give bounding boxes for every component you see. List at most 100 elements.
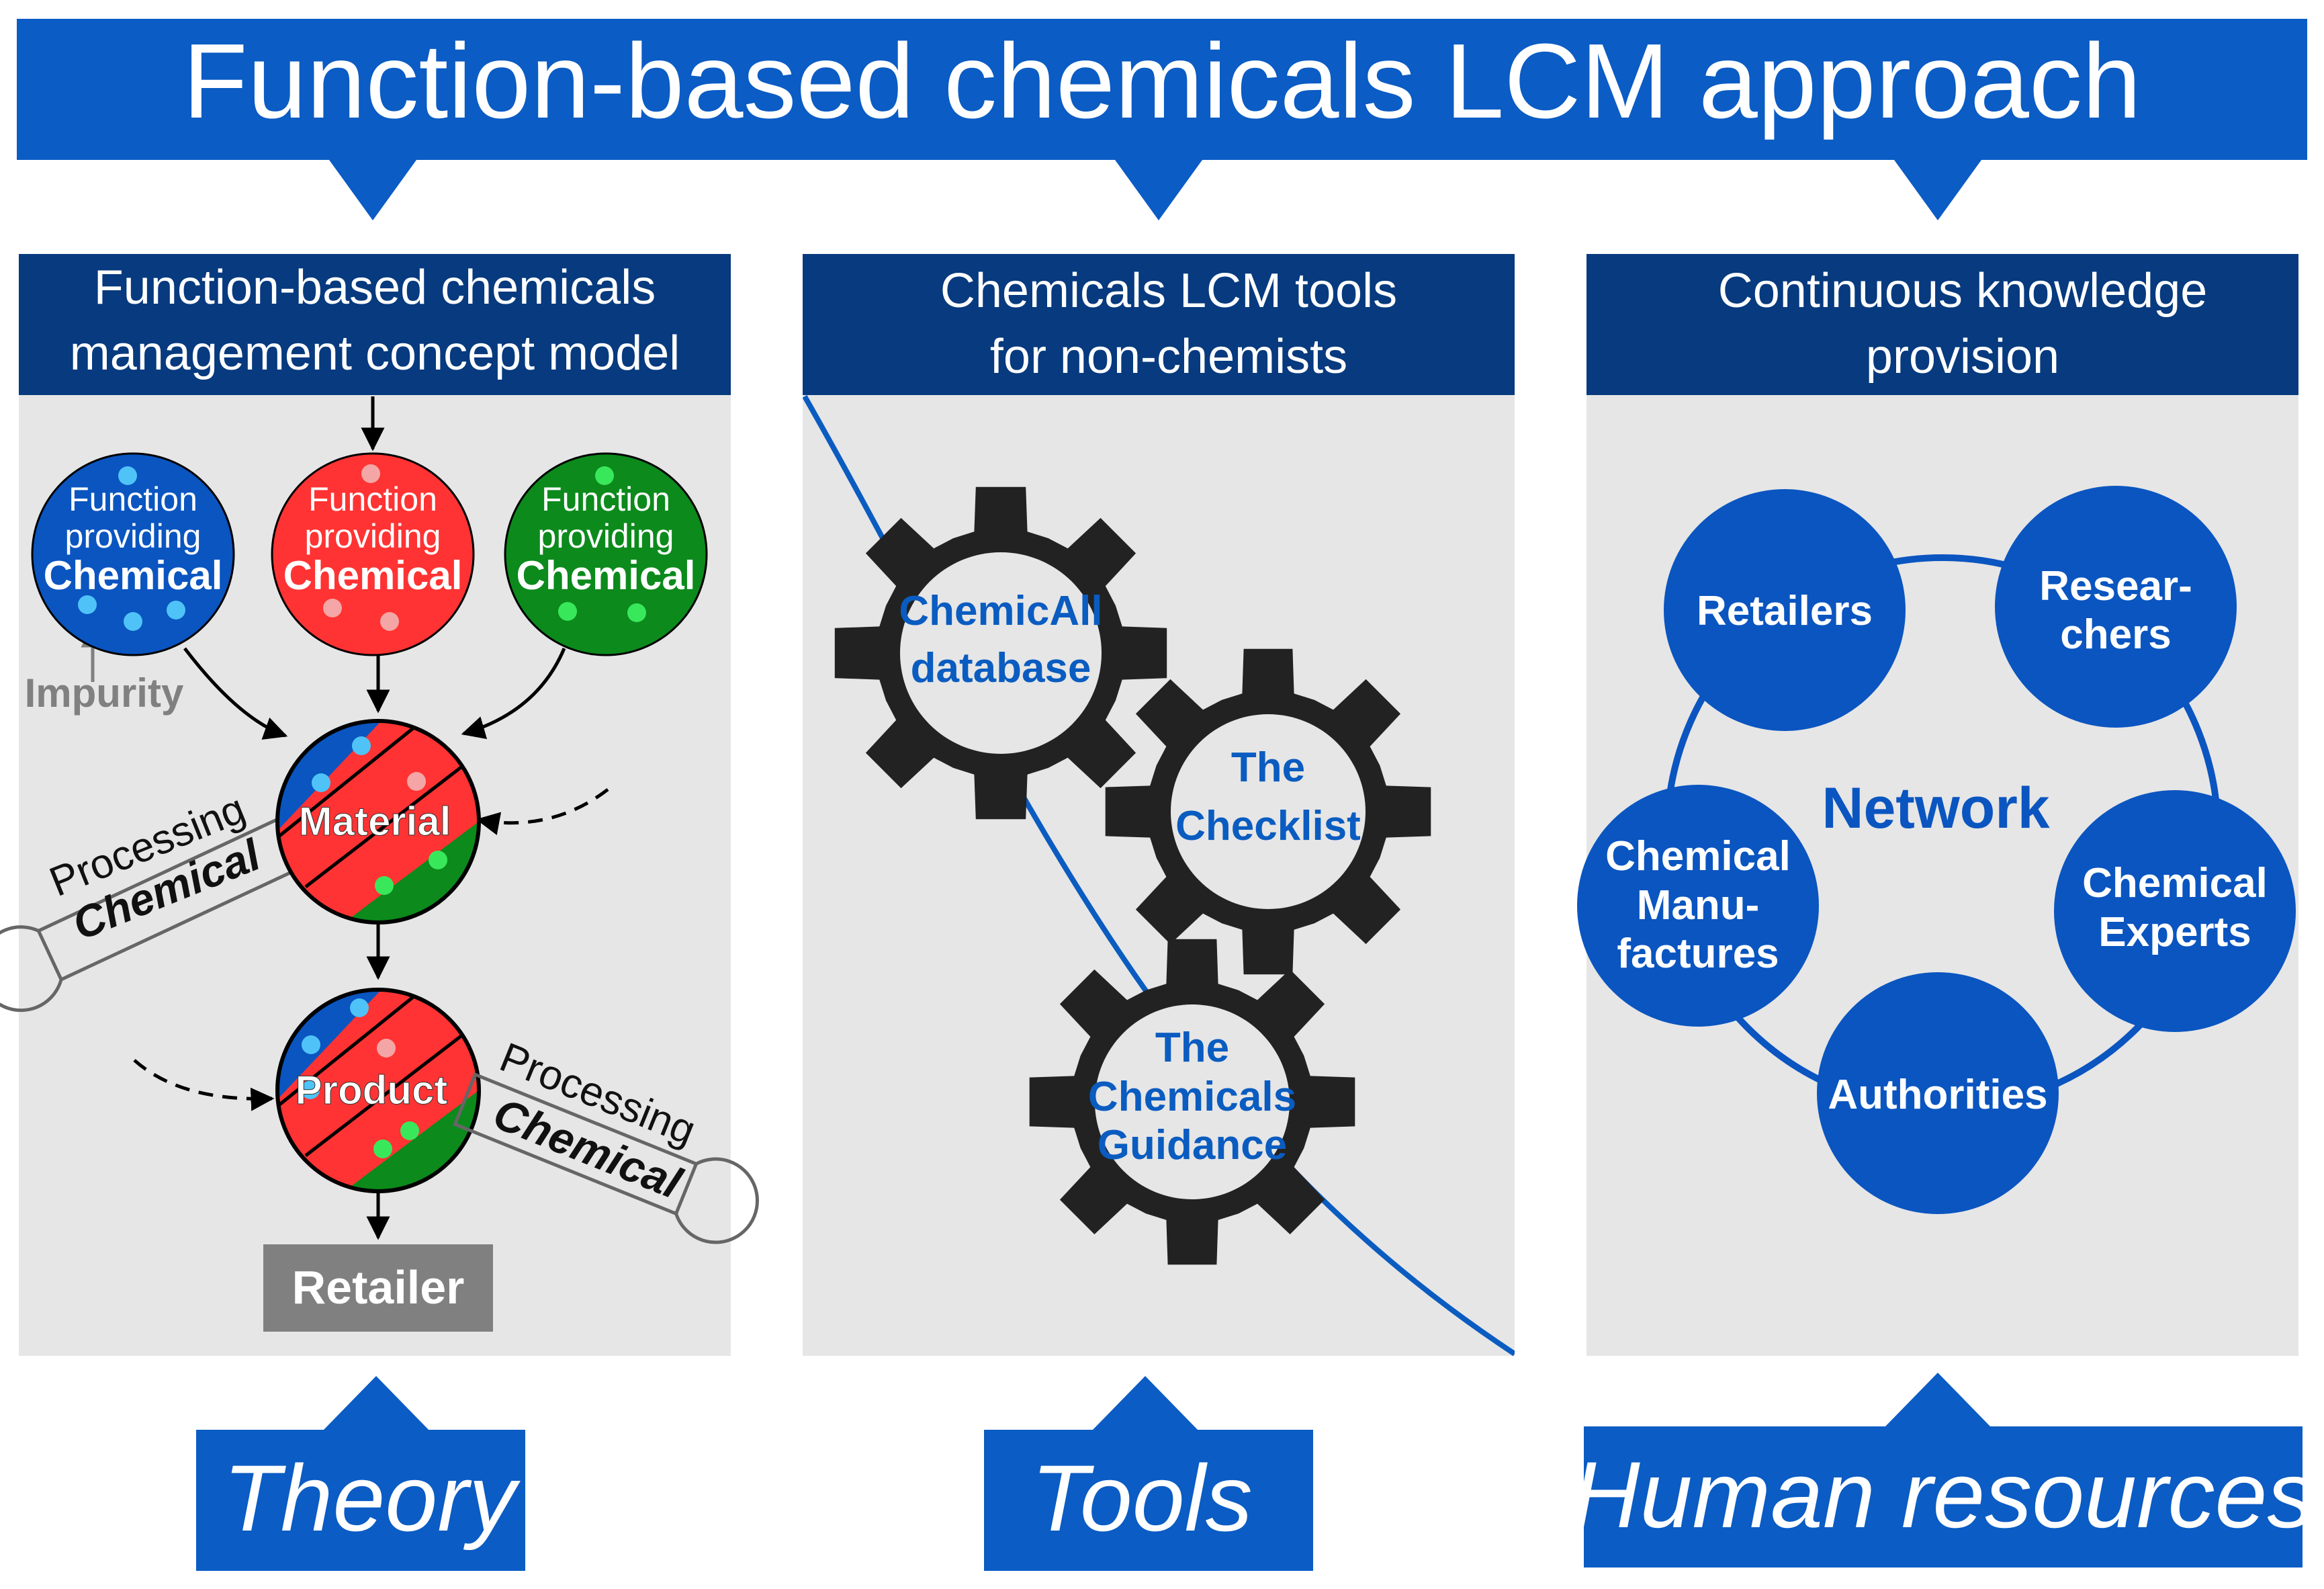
manufactures-node: Chemical Manu- factures: [1577, 785, 1819, 1027]
impurity-dot: [167, 601, 185, 619]
theory-header-line2: management concept model: [70, 327, 680, 380]
footer-tools-pointer: [1091, 1376, 1199, 1431]
red-function-chemical: Function providing Chemical: [271, 452, 475, 656]
impurity-dot: [595, 466, 614, 485]
researchers-label-line2: chers: [2060, 611, 2171, 658]
footer-human-resources-pointer: [1884, 1373, 1992, 1428]
tools-panel-header: [803, 254, 1515, 395]
footer-tools: Tools: [984, 1376, 1313, 1571]
retailers-circle: [1664, 489, 1906, 731]
red-func-line1: Function: [308, 480, 437, 518]
impurity-dot: [558, 602, 577, 621]
green-func-line3: Chemical: [517, 553, 696, 598]
gear-checklist-hub: [1171, 714, 1366, 909]
impurity-dot: [373, 1140, 392, 1158]
impurity-dot: [301, 1080, 320, 1099]
impurity-dot: [352, 736, 371, 755]
dashed-arrow-into-product: [133, 1059, 275, 1111]
impurity-dot: [375, 876, 394, 895]
experts-label-line2: Experts: [2098, 909, 2251, 955]
manufactures-label-line2: Manu-: [1637, 882, 1760, 929]
researchers-circle: [1995, 486, 2237, 728]
impurity-dot: [407, 772, 426, 791]
retailer-box: [263, 1244, 493, 1332]
page-title: Function-based chemicals LCM approach: [183, 22, 2141, 140]
chemicall-label-line1: ChemicAll: [899, 588, 1102, 634]
blue-func-line1: Function: [69, 480, 197, 518]
impurity-dot: [124, 612, 142, 631]
impurity-dot: [323, 599, 342, 617]
theory-header-line1: Function-based chemicals: [94, 261, 656, 314]
impurity-dot: [78, 595, 97, 614]
footer-human-resources: Human resources: [1572, 1373, 2315, 1567]
manufactures-circle: [1577, 785, 1819, 1027]
retailer-label: Retailer: [292, 1261, 465, 1314]
impurity-dot: [380, 612, 399, 631]
title-pointer-right: [1894, 160, 1981, 220]
impurity-dot: [627, 603, 646, 622]
guidance-label-line2: Chemicals: [1088, 1074, 1296, 1120]
checklist-label-line2: Checklist: [1175, 803, 1361, 849]
manufactures-label-line3: factures: [1617, 931, 1779, 977]
impurity-dot: [377, 1039, 396, 1058]
green-func-line1: Function: [541, 480, 670, 518]
red-func-line2: providing: [305, 517, 441, 555]
blue-function-chemical: Function providing Chemical: [31, 452, 235, 656]
researchers-label-line1: Resear-: [2039, 563, 2192, 609]
title-banner-background: [17, 19, 2307, 160]
retailers-label: Retailers: [1697, 588, 1873, 634]
impurity-dot: [429, 851, 447, 869]
impurity-label: Impurity: [25, 671, 184, 716]
network-header-line2: provision: [1866, 330, 2059, 384]
guidance-label-line1: The: [1155, 1025, 1229, 1071]
footer-theory: Theory: [196, 1376, 525, 1571]
footer-theory-label: Theory: [223, 1445, 521, 1551]
experts-label-line1: Chemical: [2082, 860, 2268, 906]
product-label: Product: [296, 1068, 448, 1113]
impurity-dot: [312, 773, 330, 792]
gear-guidance-hub: [1095, 1004, 1290, 1199]
impurity-dot: [118, 466, 137, 485]
title-banner: Function-based chemicals LCM approach: [17, 19, 2307, 220]
product-circle: Product: [275, 988, 481, 1193]
authorities-label: Authorities: [1828, 1072, 2047, 1118]
chemicall-label-line2: database: [911, 645, 1091, 691]
experts-node: Chemical Experts: [2054, 790, 2296, 1032]
material-circle: Material: [275, 719, 481, 925]
footer-tools-label: Tools: [1031, 1445, 1253, 1551]
blue-func-line2: providing: [65, 517, 202, 555]
impurity-dot: [350, 998, 369, 1017]
title-pointer-left: [329, 160, 416, 220]
footer-human-resources-label: Human resources: [1572, 1442, 2315, 1547]
network-center-label: Network: [1822, 776, 2049, 841]
impurity-dot: [302, 1035, 320, 1054]
experts-circle: [2054, 790, 2296, 1032]
title-pointer-center: [1115, 160, 1202, 220]
footer-human-resources-box: [1584, 1426, 2303, 1567]
arrow-blue-to-material: [183, 647, 288, 740]
green-func-line2: providing: [538, 517, 674, 555]
green-function-chemical: Function providing Chemical: [504, 452, 708, 656]
tools-panel: Chemicals LCM tools for non-chemists Che…: [803, 254, 1515, 1357]
gear-chemicall-hub: [900, 552, 1102, 754]
footer-tools-box: [984, 1430, 1313, 1571]
checklist-label-line1: The: [1231, 744, 1305, 791]
red-chemical-circle: [271, 452, 475, 656]
arrow-green-to-material: [461, 648, 566, 739]
manufactures-label-line1: Chemical: [1605, 833, 1791, 879]
impurity-dot: [400, 1121, 419, 1140]
red-func-line3: Chemical: [283, 553, 463, 598]
researchers-node: Resear- chers: [1995, 486, 2237, 728]
theory-panel-header: [19, 254, 731, 395]
network-header-line1: Continuous knowledge: [1718, 264, 2208, 318]
footer-theory-box: [196, 1430, 525, 1571]
guidance-label-line3: Guidance: [1098, 1122, 1288, 1168]
retailers-node: Retailers: [1664, 489, 1906, 731]
authorities-node: Authorities: [1817, 972, 2059, 1214]
tools-header-line2: for non-chemists: [990, 330, 1347, 384]
footer-theory-pointer: [322, 1376, 430, 1431]
impurity-dot: [361, 464, 380, 483]
green-chemical-circle: [504, 452, 708, 656]
network-panel: Continuous knowledge provision Retailers…: [1577, 254, 2298, 1356]
